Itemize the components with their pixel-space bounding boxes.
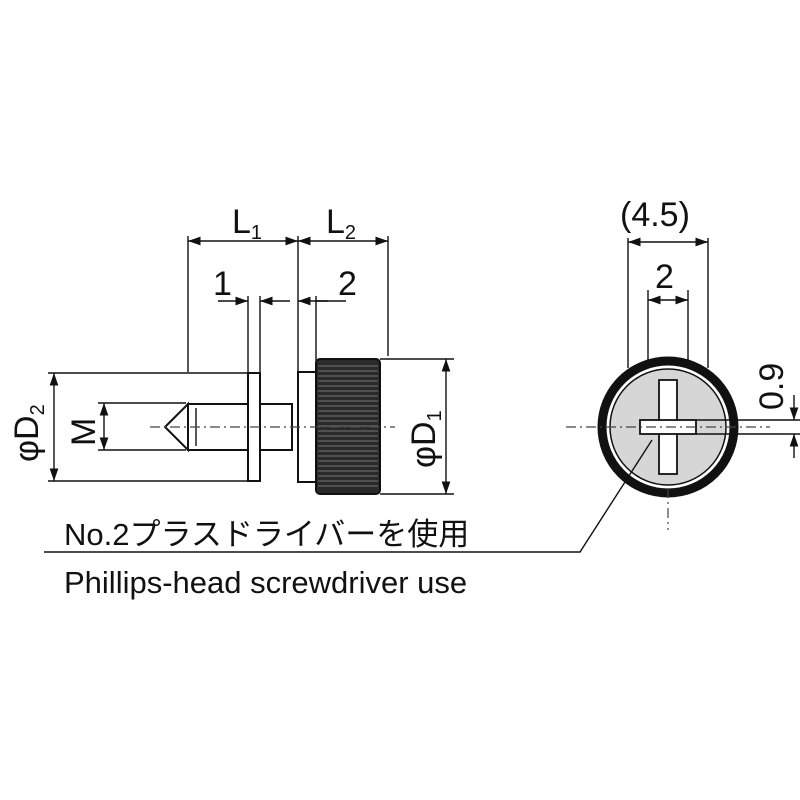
side-view: L1 L2 1 2 φD2 M φD1: [8, 203, 454, 495]
note-callout: No.2プラスドライバーを使用 Phillips-head screwdrive…: [44, 439, 653, 600]
label-phi-D2: φD2: [8, 404, 49, 462]
note-english: Phillips-head screwdriver use: [64, 565, 467, 600]
leader-line: [44, 439, 653, 553]
label-dim-slot-2: 2: [655, 258, 674, 296]
label-L1: L1: [232, 203, 262, 244]
label-dim-0-9: 0.9: [753, 363, 791, 410]
end-view: (4.5) 2 0.9: [566, 196, 800, 530]
label-L2: L2: [326, 203, 356, 244]
note-japanese: No.2プラスドライバーを使用: [64, 517, 469, 552]
label-M: M: [65, 418, 103, 446]
label-dim-1: 1: [213, 265, 232, 303]
label-phi-D1: φD1: [405, 410, 446, 468]
knurl-pattern: [318, 365, 378, 487]
label-dim-4-5: (4.5): [620, 196, 690, 234]
label-dim-2: 2: [338, 265, 357, 303]
